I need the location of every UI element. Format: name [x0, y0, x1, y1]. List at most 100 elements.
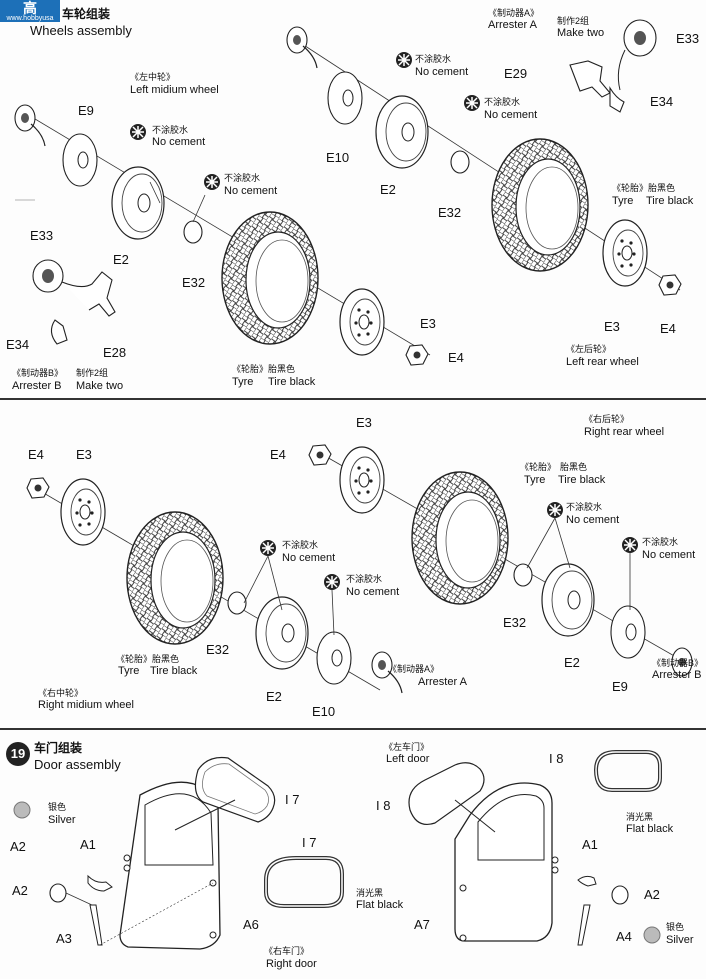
watermark-main: 高 — [23, 0, 37, 16]
right-door-en: Right door — [266, 958, 317, 970]
part-E4-4: E4 — [28, 447, 44, 462]
part-E9-2: E9 — [612, 679, 628, 694]
tire-black-cn-2: 胎黑色 — [648, 183, 676, 193]
part-E3-3: E3 — [356, 415, 372, 430]
part-A3: A3 — [56, 931, 72, 946]
section-divider-2 — [0, 728, 706, 730]
arrester-b-en-1: Arrester B — [12, 380, 62, 392]
part-E32-3: E32 — [503, 615, 527, 630]
right-rear-wheel-art — [308, 444, 693, 677]
no-cement-cn-2: 不涂胶水 — [224, 173, 261, 183]
tyre-cn-2: 《轮胎》 — [612, 183, 649, 193]
part-A2-left-2: A2 — [12, 883, 28, 898]
right-door-art — [13, 756, 344, 950]
wheels-title-en: Wheels assembly — [30, 23, 132, 38]
arrester-a-en-2: Arrester A — [418, 676, 467, 688]
watermark-sub: www.hobbyusa — [6, 15, 54, 22]
make-two-cn-1: 制作2组 — [76, 368, 109, 378]
left-door-en: Left door — [386, 753, 430, 765]
no-cement-en-2: No cement — [224, 185, 278, 197]
part-E29: E29 — [504, 66, 528, 81]
tire-black-cn-3: 胎黑色 — [560, 462, 588, 472]
tyre-en-4: Tyre — [118, 665, 140, 677]
left-door-art — [408, 750, 662, 946]
no-cement-cn-1: 不涂胶水 — [152, 125, 189, 135]
right-mid-wheel-art — [26, 477, 403, 694]
left-door-cn: 《左车门》 — [384, 742, 430, 752]
silver-cn-2: 银色 — [666, 922, 685, 932]
part-I8-mid: I 8 — [376, 798, 391, 813]
no-cement-en-1: No cement — [152, 136, 206, 148]
tire-black-en-2: Tire black — [646, 195, 694, 207]
left-mid-wheel-label-cn: 《左中轮》 — [130, 72, 176, 82]
part-E4-3: E4 — [270, 447, 286, 462]
tyre-en-1: Tyre — [232, 376, 254, 388]
silver-en-2: Silver — [666, 934, 694, 946]
tire-black-en-4: Tire black — [150, 665, 198, 677]
arrester-a-cn-1: 《制动器A》 — [488, 8, 540, 18]
no-cement-cn-4: 不涂胶水 — [484, 97, 521, 107]
no-cement-cn-6: 不涂胶水 — [642, 537, 679, 547]
part-E4-2: E4 — [660, 321, 676, 336]
left-mid-wheel-art — [14, 104, 431, 366]
arrester-b-en-2: Arrester B — [652, 669, 702, 681]
part-E2-2: E2 — [380, 182, 396, 197]
no-cement-en-7: No cement — [282, 552, 336, 564]
part-E33-left: E33 — [30, 228, 54, 243]
part-A6: A6 — [243, 917, 259, 932]
tyre-cn-4: 《轮胎》 — [116, 654, 153, 664]
tire-black-en-3: Tire black — [558, 474, 606, 486]
part-A2-right: A2 — [644, 887, 660, 902]
no-cement-cn-7: 不涂胶水 — [282, 540, 319, 550]
right-rear-wheel-en: Right rear wheel — [584, 426, 665, 438]
no-cement-en-3: No cement — [415, 66, 469, 78]
right-rear-wheel-cn: 《右后轮》 — [584, 414, 630, 424]
part-E2-1: E2 — [113, 252, 129, 267]
left-rear-wheel-art — [286, 19, 682, 296]
arrester-b-cn-1: 《制动器B》 — [12, 368, 64, 378]
no-cement-en-5: No cement — [566, 514, 620, 526]
part-A4: A4 — [616, 929, 632, 944]
part-E10-1: E10 — [326, 150, 350, 165]
no-cement-en-8: No cement — [346, 586, 400, 598]
silver-cn-1: 银色 — [48, 802, 67, 812]
tire-black-en-1: Tire black — [268, 376, 316, 388]
part-E33-right: E33 — [676, 31, 700, 46]
left-rear-wheel-en: Left rear wheel — [566, 356, 639, 368]
arrester-b-cn-2: 《制动器B》 — [652, 658, 704, 668]
step-number: 19 — [6, 742, 30, 766]
part-E34-right: E34 — [650, 94, 674, 109]
no-cement-en-6: No cement — [642, 549, 696, 561]
part-E3-2: E3 — [604, 319, 620, 334]
wheels-title-cn: 车轮组装 — [62, 7, 111, 21]
no-cement-en-4: No cement — [484, 109, 538, 121]
flat-black-cn-1: 消光黑 — [626, 812, 654, 822]
part-A1-left: A1 — [80, 837, 96, 852]
flat-black-cn-2: 消光黑 — [356, 888, 384, 898]
make-two-en-1: Make two — [76, 380, 124, 392]
part-E28: E28 — [103, 345, 127, 360]
left-mid-wheel-label-en: Left midium wheel — [130, 84, 219, 96]
part-E10-2: E10 — [312, 704, 336, 719]
section-divider-1 — [0, 398, 706, 400]
silver-en-1: Silver — [48, 814, 76, 826]
door-title-cn: 车门组装 — [34, 741, 83, 755]
part-E2-3: E2 — [564, 655, 580, 670]
part-I7-mid: I 7 — [302, 835, 317, 850]
site-watermark: 高 www.hobbyusa — [0, 0, 60, 22]
tyre-en-3: Tyre — [524, 474, 546, 486]
tyre-en-2: Tyre — [612, 195, 634, 207]
flat-black-en-2: Flat black — [356, 899, 404, 911]
arrester-a-en-1: Arrester A — [488, 19, 537, 31]
tire-black-cn-1: 胎黑色 — [268, 364, 296, 374]
part-I7-top: I 7 — [285, 792, 300, 807]
tyre-cn-1: 《轮胎》 — [232, 364, 269, 374]
part-E32-1: E32 — [182, 275, 206, 290]
part-E2-4: E2 — [266, 689, 282, 704]
right-door-cn: 《右车门》 — [264, 946, 310, 956]
part-E3-4: E3 — [76, 447, 92, 462]
no-cement-cn-3: 不涂胶水 — [415, 54, 452, 64]
right-mid-wheel-cn: 《右中轮》 — [38, 688, 84, 698]
tyre-cn-3: 《轮胎》 — [520, 462, 557, 472]
